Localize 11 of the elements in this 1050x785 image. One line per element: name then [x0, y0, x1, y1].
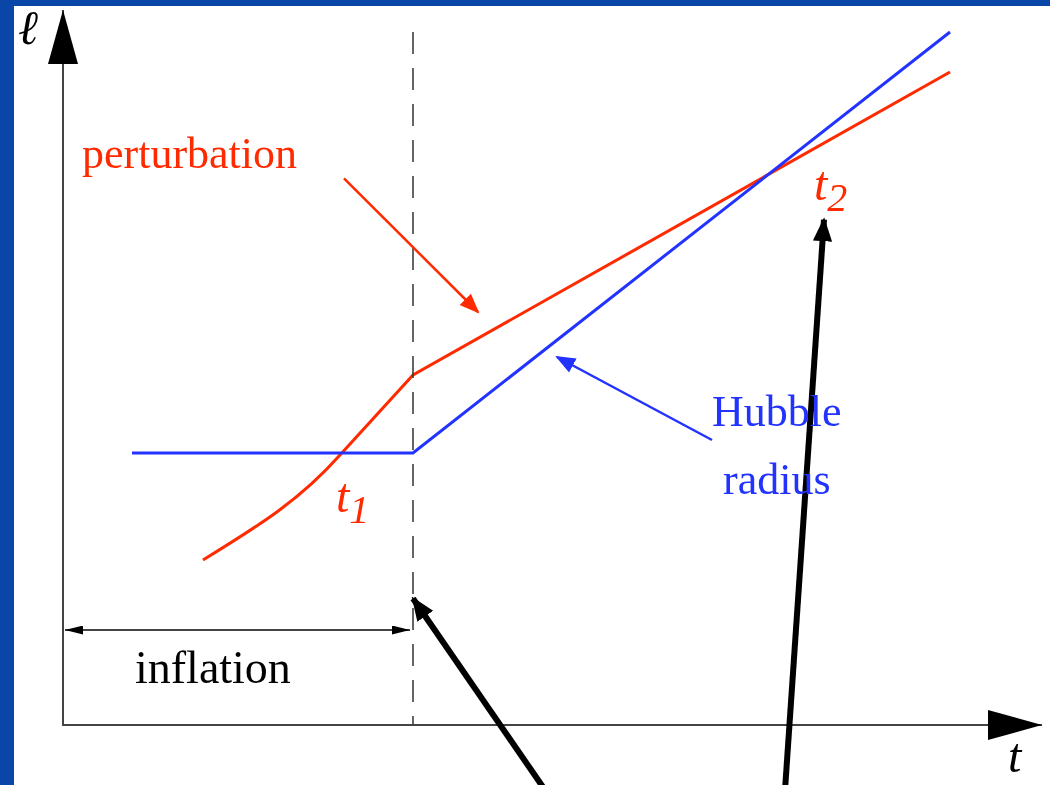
axis-label: ℓ — [18, 2, 38, 55]
arrow — [782, 217, 833, 785]
dimension-label: inflation — [135, 643, 291, 694]
arrow — [343, 177, 480, 314]
time-label: t$_{1}$ — [336, 470, 370, 532]
dashed-line — [412, 31, 414, 726]
arrow — [555, 355, 713, 442]
curve-label: perturbation — [82, 130, 298, 179]
time-label: t$_{2}$ — [814, 158, 848, 220]
axis-label: t — [1008, 730, 1022, 783]
arrow — [410, 596, 548, 785]
